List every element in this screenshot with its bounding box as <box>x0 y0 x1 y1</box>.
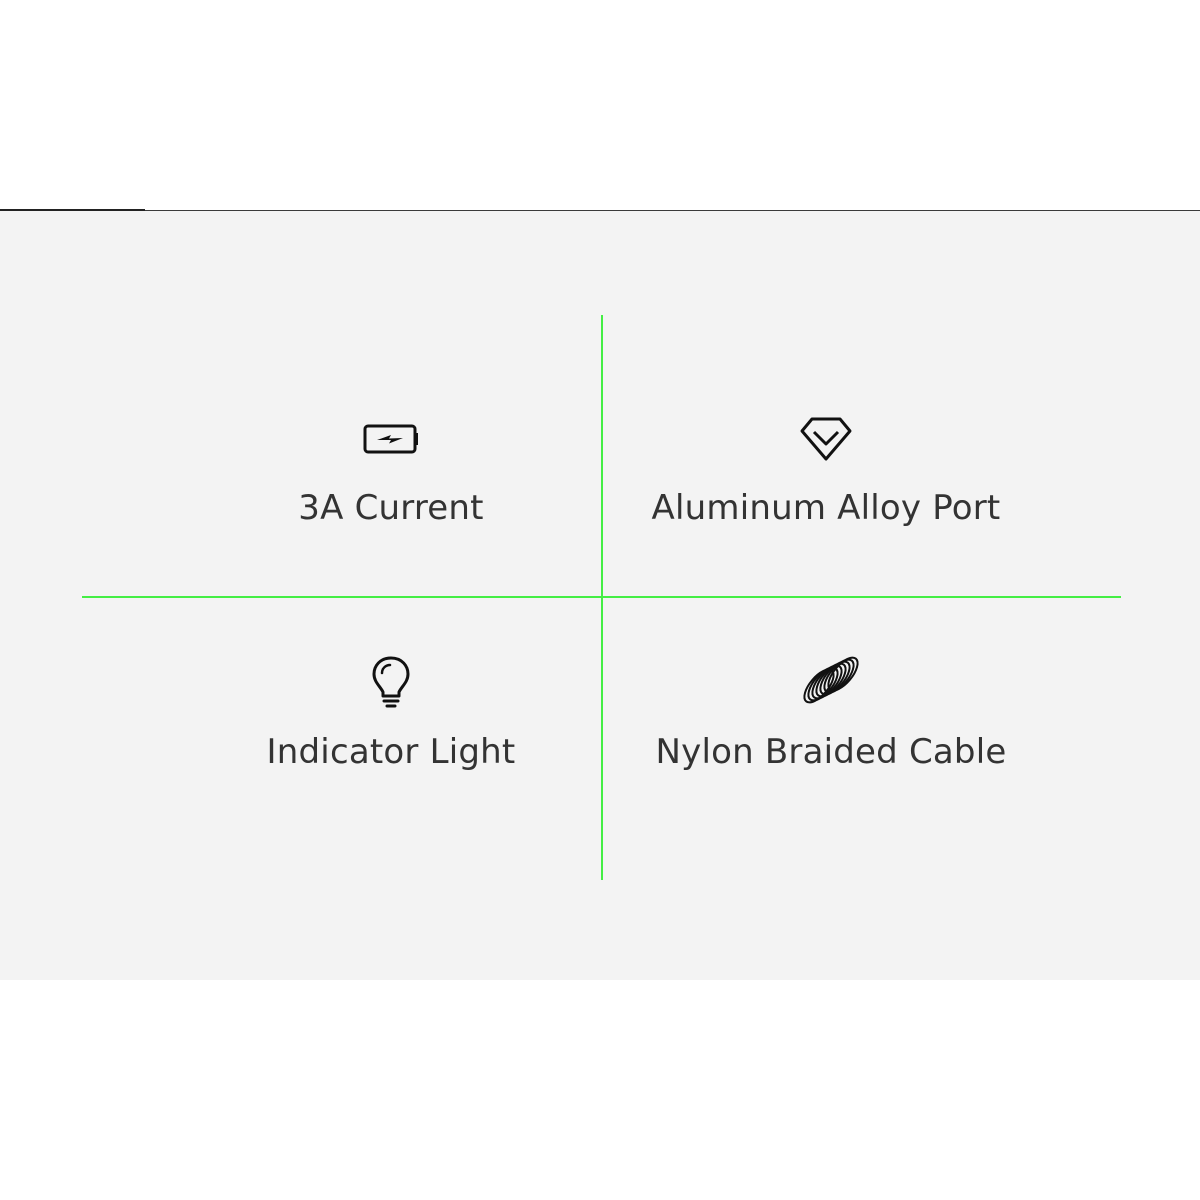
feature-nylon-braided-cable: Nylon Braided Cable <box>626 652 1036 772</box>
feature-label: Nylon Braided Cable <box>655 732 1007 772</box>
lightbulb-icon <box>361 652 421 712</box>
feature-label: Aluminum Alloy Port <box>651 488 1001 528</box>
coiled-cable-icon <box>801 652 861 712</box>
diamond-icon <box>796 408 856 468</box>
feature-label: 3A Current <box>298 488 484 528</box>
feature-label: Indicator Light <box>266 732 516 772</box>
panel-top-accent <box>0 209 145 211</box>
feature-panel <box>0 210 1200 980</box>
feature-3a-current: 3A Current <box>231 408 551 528</box>
horizontal-divider <box>82 596 1121 598</box>
feature-aluminum-alloy-port: Aluminum Alloy Port <box>626 408 1026 528</box>
battery-charge-icon <box>361 408 421 468</box>
feature-indicator-light: Indicator Light <box>231 652 551 772</box>
